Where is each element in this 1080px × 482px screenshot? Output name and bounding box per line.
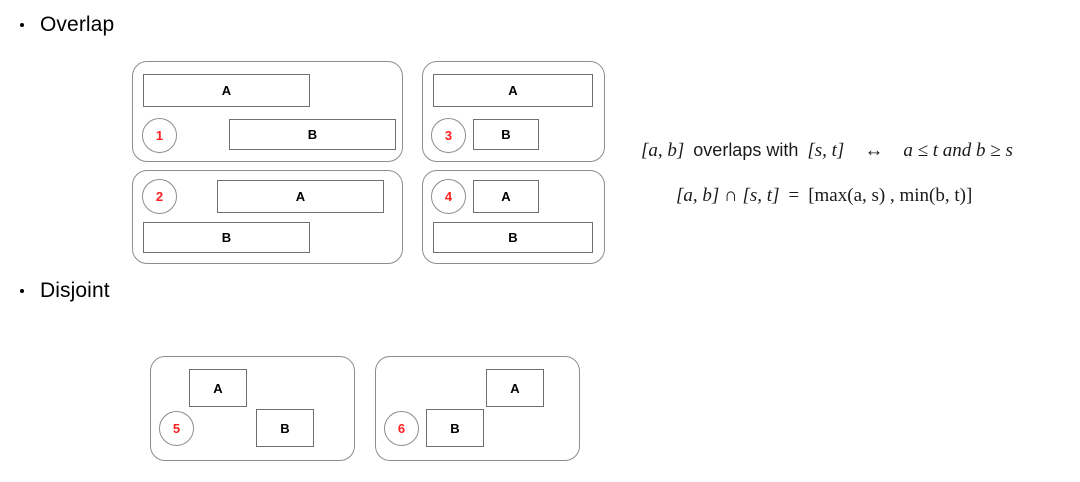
interval-box-b: B — [426, 409, 484, 447]
formula-relation-text: overlaps with — [693, 140, 799, 160]
interval-box-b: B — [143, 222, 310, 253]
case-number-label: 3 — [444, 128, 453, 143]
interval-box-b: B — [256, 409, 314, 447]
interval-box-a-label: A — [508, 83, 518, 98]
interval-box-b-label: B — [501, 127, 511, 142]
case-number-badge: 3 — [431, 118, 466, 153]
interval-box-a-label: A — [221, 83, 232, 98]
interval-box-b-label: B — [280, 420, 290, 436]
formula-lhs-interval: [a, b] — [641, 140, 685, 161]
case-number-label: 5 — [172, 421, 181, 436]
overlap-condition-formula: [a, b] overlaps with [s, t] ↔ a ≤ t and b ≥ … — [641, 140, 1013, 162]
interval-box-a-label: A — [510, 380, 520, 396]
overlap-case-card-4: 4 A B — [422, 170, 605, 264]
interval-box-a: A — [473, 180, 539, 213]
interval-box-b-label: B — [450, 420, 460, 436]
interval-box-a: A — [143, 74, 310, 107]
interval-box-a-label: A — [213, 380, 223, 396]
section-heading-overlap: Overlap — [20, 13, 114, 37]
interval-box-a: A — [189, 369, 247, 407]
intersection-equals: = — [788, 185, 800, 206]
formula-rhs-interval: [s, t] — [807, 140, 845, 161]
formula-condition: a ≤ t and b ≥ s — [903, 140, 1013, 161]
case-number-label: 2 — [155, 189, 164, 204]
case-number-badge: 2 — [142, 179, 177, 214]
case-number-badge: 6 — [384, 411, 419, 446]
interval-box-b-label: B — [508, 230, 518, 245]
case-number-badge: 1 — [142, 118, 177, 153]
bullet-dot-icon — [20, 289, 24, 293]
interval-box-a-label: A — [295, 189, 306, 204]
interval-box-a: A — [433, 74, 593, 107]
intersection-formula: [a, b] ∩ [s, t] = [max(a, s) , min(b, t)] — [676, 185, 972, 207]
section-heading-overlap-label: Overlap — [40, 13, 115, 36]
case-number-badge: 5 — [159, 411, 194, 446]
interval-box-b: B — [229, 119, 396, 150]
disjoint-case-card-6: A 6 B — [375, 356, 580, 461]
overlap-case-card-1: A 1 B — [132, 61, 403, 162]
formula-iff-symbol: ↔ — [864, 140, 884, 161]
overlap-case-card-3: A 3 B — [422, 61, 605, 162]
section-heading-disjoint: Disjoint — [20, 279, 110, 303]
case-number-label: 1 — [155, 128, 164, 143]
interval-box-b-label: B — [221, 230, 232, 245]
intersection-rhs: [max(a, s) , min(b, t)] — [808, 185, 973, 206]
bullet-dot-icon — [20, 23, 24, 27]
case-number-label: 6 — [397, 421, 406, 436]
interval-box-a: A — [217, 180, 384, 213]
case-number-label: 4 — [444, 189, 453, 204]
disjoint-case-card-5: A 5 B — [150, 356, 355, 461]
case-number-badge: 4 — [431, 179, 466, 214]
section-heading-disjoint-label: Disjoint — [40, 279, 110, 302]
overlap-case-card-2: 2 A B — [132, 170, 403, 264]
interval-box-b: B — [473, 119, 539, 150]
interval-box-a-label: A — [501, 189, 511, 204]
interval-box-b: B — [433, 222, 593, 253]
interval-box-b-label: B — [307, 127, 318, 142]
interval-box-a: A — [486, 369, 544, 407]
intersection-lhs: [a, b] ∩ [s, t] — [676, 185, 780, 206]
